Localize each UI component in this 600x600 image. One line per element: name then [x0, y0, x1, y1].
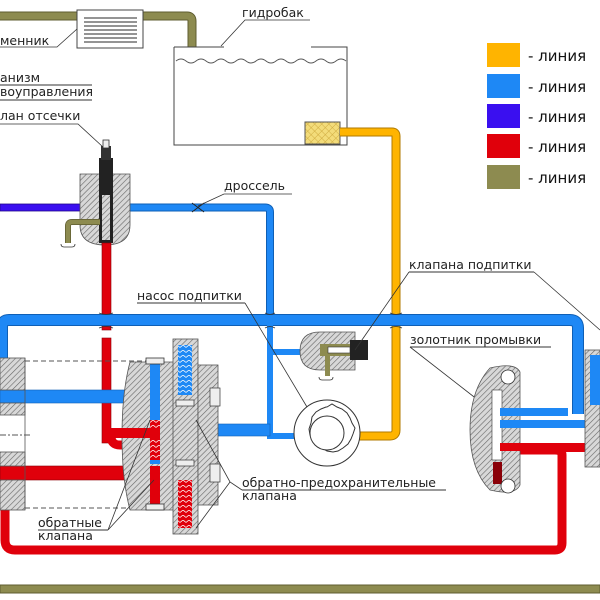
relief-valves-block	[172, 338, 221, 535]
legend-swatch	[487, 134, 520, 158]
legend-label: - линия	[528, 47, 586, 65]
label-cutoff-valve: лан отсечки	[0, 108, 80, 123]
label-throttle: дроссель	[224, 178, 285, 193]
label-servo-line2: воуправления	[0, 84, 93, 99]
check-valves-block	[110, 357, 176, 511]
legend: - линия - линия - линия - линия - линия	[487, 43, 586, 189]
heat-exchanger	[76, 9, 144, 49]
legend-label: - линия	[528, 78, 586, 96]
blue-throttle-line	[112, 202, 274, 320]
legend-label: - линия	[528, 108, 586, 126]
makeup-pump	[293, 399, 361, 467]
olive-drain-line-top	[0, 11, 197, 57]
label-flush-spool: золотник промывки	[410, 332, 541, 347]
label-heat-exchanger: менник	[0, 33, 50, 48]
label-makeup-pump: насос подпитки	[137, 288, 242, 303]
legend-item-violet: - линия	[487, 104, 586, 128]
legend-swatch	[487, 165, 520, 189]
legend-label: - линия	[528, 169, 586, 187]
motor-block-right	[584, 349, 600, 468]
olive-drain-cutoff	[60, 219, 100, 248]
legend-item-olive: - линия	[487, 165, 586, 189]
legend-swatch	[487, 43, 520, 67]
label-servo-line1: анизм	[0, 70, 40, 85]
legend-item-red: - линия	[487, 134, 586, 158]
legend-label: - линия	[528, 138, 586, 156]
label-makeup-valve: клапана подпитки	[409, 257, 532, 272]
cutoff-valve	[79, 139, 131, 246]
legend-item-yellow: - линия	[487, 43, 586, 67]
pump-housing-left	[0, 357, 150, 511]
label-tank: гидробак	[242, 5, 304, 20]
olive-drain-line-bottom	[0, 584, 600, 594]
legend-swatch	[487, 74, 520, 98]
label-check-valves-line2: клапана	[38, 528, 93, 543]
makeup-valve	[299, 331, 368, 381]
yellow-suction-line	[340, 127, 401, 441]
legend-swatch	[487, 104, 520, 128]
label-relief-valves-line1: обратно-предохранительные	[242, 475, 436, 490]
hydraulic-tank	[173, 46, 348, 146]
label-check-valves-line1: обратные	[38, 515, 102, 530]
legend-item-blue: - линия	[487, 74, 586, 98]
flush-spool-valve	[469, 365, 600, 494]
label-relief-valves-line2: клапана	[242, 488, 297, 503]
